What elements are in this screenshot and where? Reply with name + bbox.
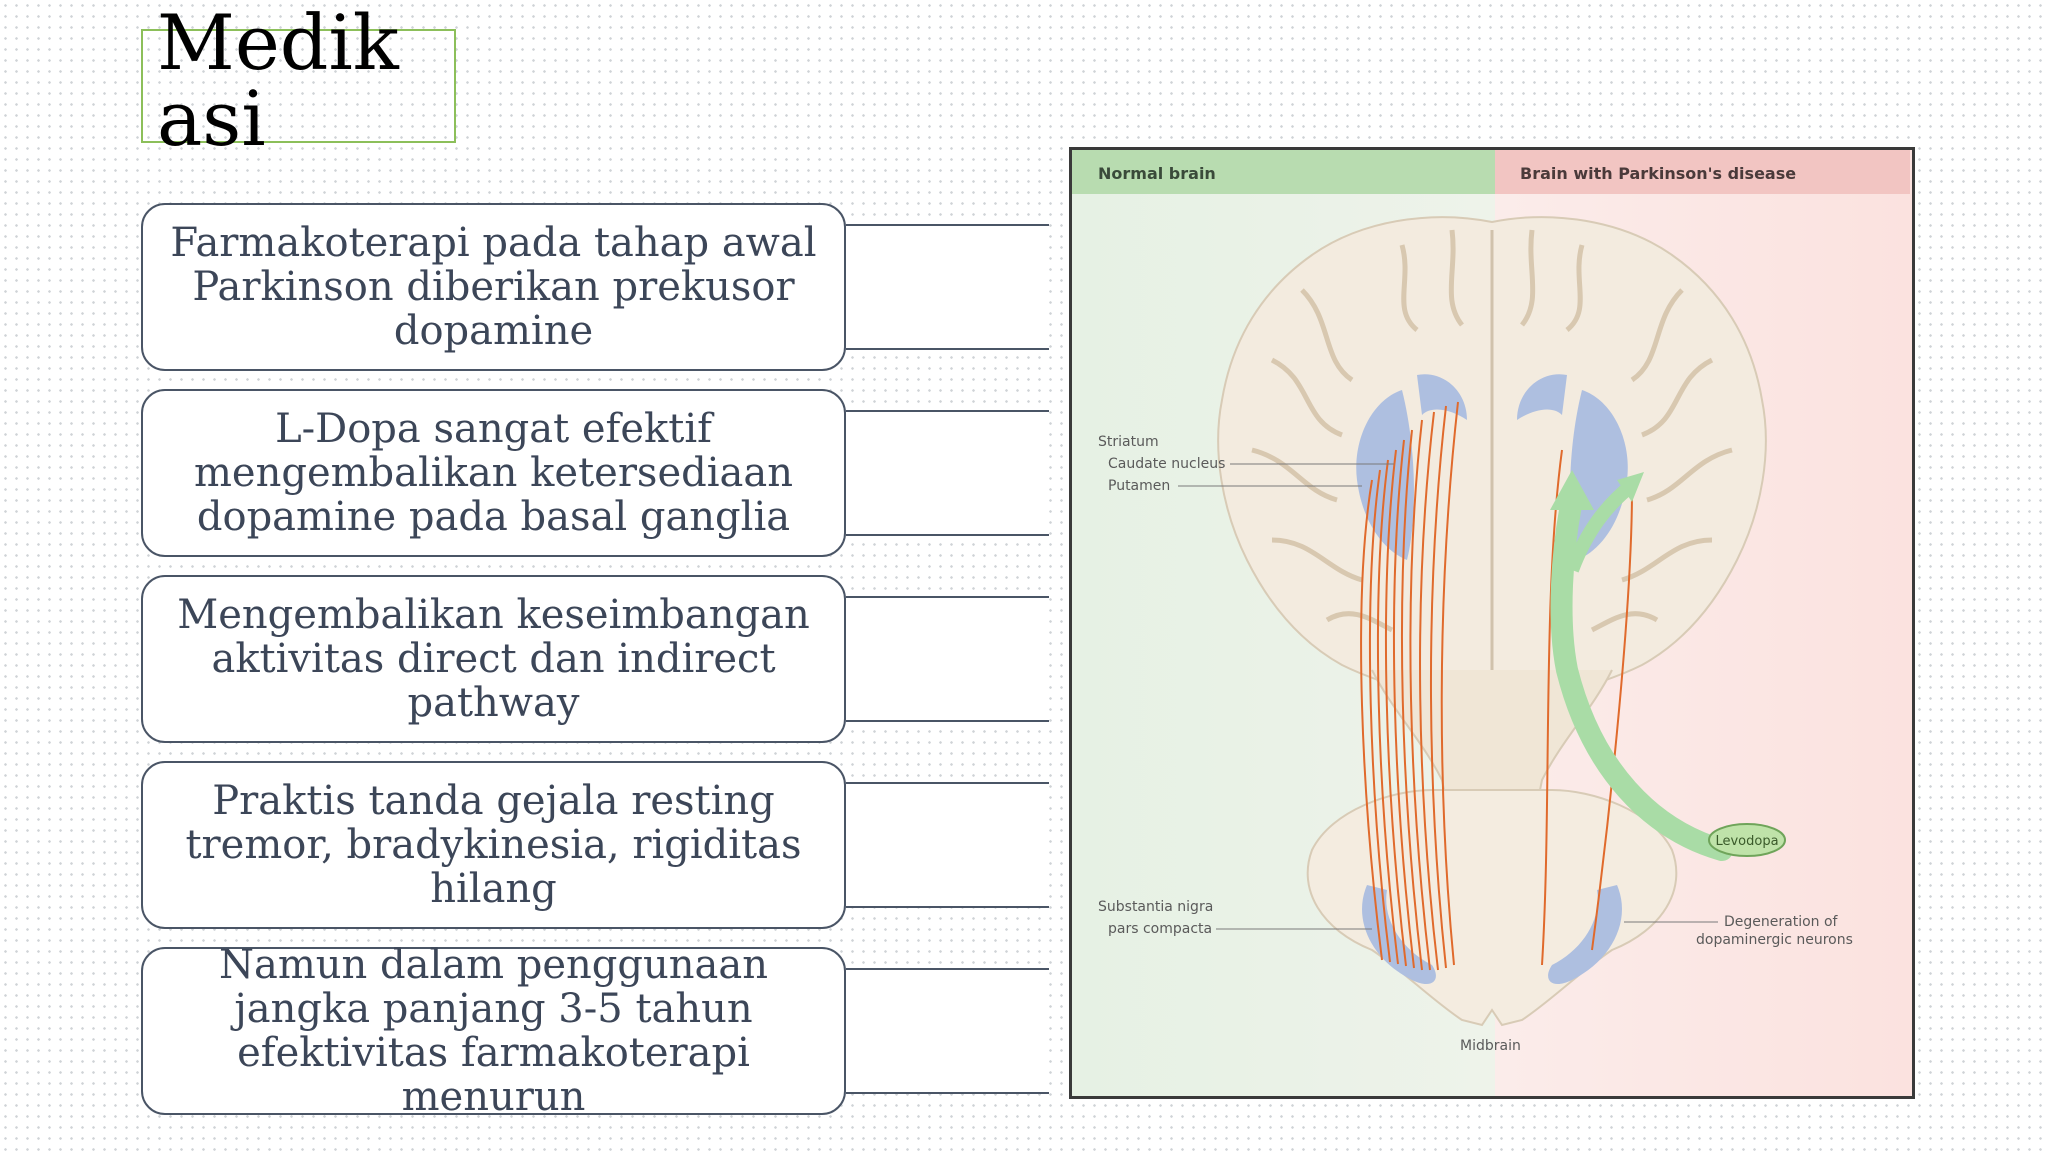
degeneration-label-line2: dopaminergic neurons [1696, 932, 1853, 948]
brain-figure: Normal brain Brain with Parkinson's dise… [1069, 147, 1915, 1099]
normal-brain-label: Normal brain [1098, 164, 1216, 183]
putamen-label: Putamen [1108, 478, 1170, 494]
degeneration-label-line1: Degeneration of [1724, 914, 1839, 930]
levodopa-label: Levodopa [1715, 834, 1778, 849]
levodopa-arrow [1550, 470, 1733, 861]
normal-dopamine-pathways [1360, 401, 1459, 971]
striatum-nuclei [1356, 374, 1628, 560]
list-item-connector [846, 410, 1049, 536]
list-item-connector [846, 782, 1049, 908]
list-item-text: Praktis tanda gejala resting tremor, bra… [185, 778, 802, 912]
parkinson-header-band [1495, 150, 1910, 194]
list-item: Mengembalikan keseimbangan aktivitas dir… [141, 575, 846, 743]
list-item-text: Namun dalam penggunaan jangka panjang 3-… [219, 942, 768, 1120]
list-item-connector [846, 596, 1049, 722]
list-item-text: L-Dopa sangat efektif mengembalikan kete… [193, 406, 793, 540]
list-item: Namun dalam penggunaan jangka panjang 3-… [141, 943, 846, 1119]
substantia-nigra-label-line1: Substantia nigra [1098, 899, 1213, 915]
list-item-connector [846, 224, 1049, 350]
midbrain-label: Midbrain [1460, 1038, 1521, 1054]
list-item-text: Mengembalikan keseimbangan aktivitas dir… [177, 592, 810, 726]
levodopa-pill: Levodopa [1708, 823, 1786, 857]
list-item: Farmakoterapi pada tahap awal Parkinson … [141, 203, 846, 371]
list-item-text: Farmakoterapi pada tahap awal Parkinson … [170, 220, 817, 354]
list-item: Praktis tanda gejala resting tremor, bra… [141, 761, 846, 929]
normal-header-band [1072, 150, 1495, 194]
caudate-label: Caudate nucleus [1108, 456, 1225, 472]
substantia-nigra-label-line2: pars compacta [1108, 921, 1212, 937]
list-item-connector [846, 968, 1049, 1094]
figure-annotations: Striatum Caudate nucleus Putamen Substan… [1098, 434, 1853, 1054]
slide-title-text: Medikasi [157, 0, 399, 163]
substantia-nigra [1362, 885, 1622, 985]
parkinson-dopamine-pathways [1541, 449, 1633, 966]
striatum-label: Striatum [1098, 434, 1159, 450]
list-item: L-Dopa sangat efektif mengembalikan kete… [141, 389, 846, 557]
slide-title: Medikasi [141, 5, 456, 157]
parkinson-brain-label: Brain with Parkinson's disease [1520, 164, 1796, 183]
